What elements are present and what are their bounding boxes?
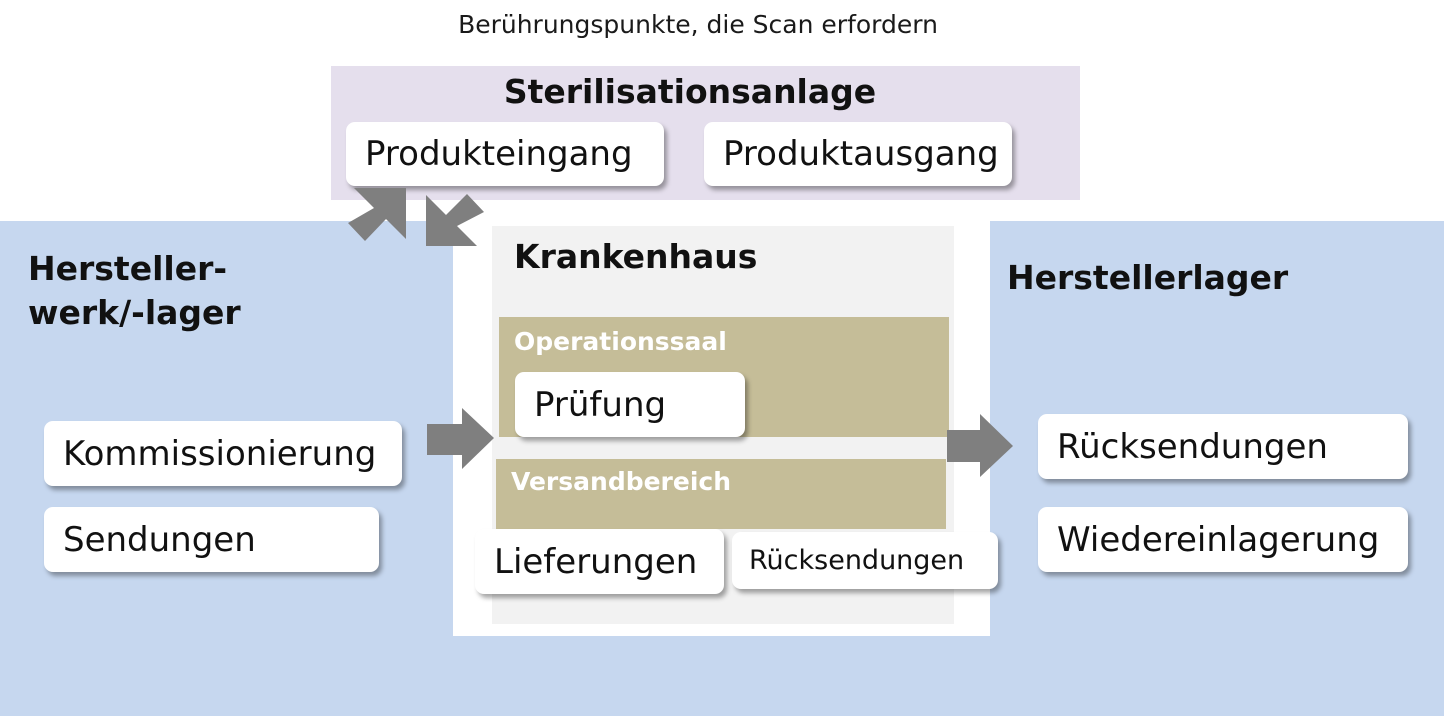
commissioning-card: Kommissionierung [44, 421, 402, 486]
manufacturer-warehouse-title: Herstellerlager [1007, 258, 1289, 297]
restocking-card: Wiedereinlagerung [1038, 507, 1408, 572]
arrow-to-sterilization [348, 188, 406, 241]
operating-room-title: Operationssaal [514, 327, 727, 356]
product-inbound-card: Produkteingang [346, 122, 664, 186]
shipments-card: Sendungen [44, 507, 379, 572]
product-outbound-card: Produktausgang [704, 122, 1012, 186]
manufacturer-plant-title-line1: Hersteller- [28, 249, 228, 288]
diagram-caption: Berührungspunkte, die Scan erfordern [458, 10, 938, 39]
inspection-card: Prüfung [515, 372, 745, 437]
arrow-to-hospital [427, 408, 494, 469]
sterilization-title: Sterilisationsanlage [503, 72, 877, 111]
hospital-returns-card: Rücksendungen [732, 532, 998, 589]
shipping-area-title: Versandbereich [511, 467, 732, 496]
warehouse-returns-card: Rücksendungen [1038, 414, 1408, 479]
shipping-area-region [496, 459, 946, 529]
deliveries-card: Lieferungen [475, 529, 724, 594]
hospital-title: Krankenhaus [514, 237, 758, 276]
manufacturer-plant-title-line2: werk/-lager [28, 293, 241, 332]
arrow-from-sterilization [426, 194, 484, 246]
arrow-to-warehouse [947, 414, 1013, 477]
